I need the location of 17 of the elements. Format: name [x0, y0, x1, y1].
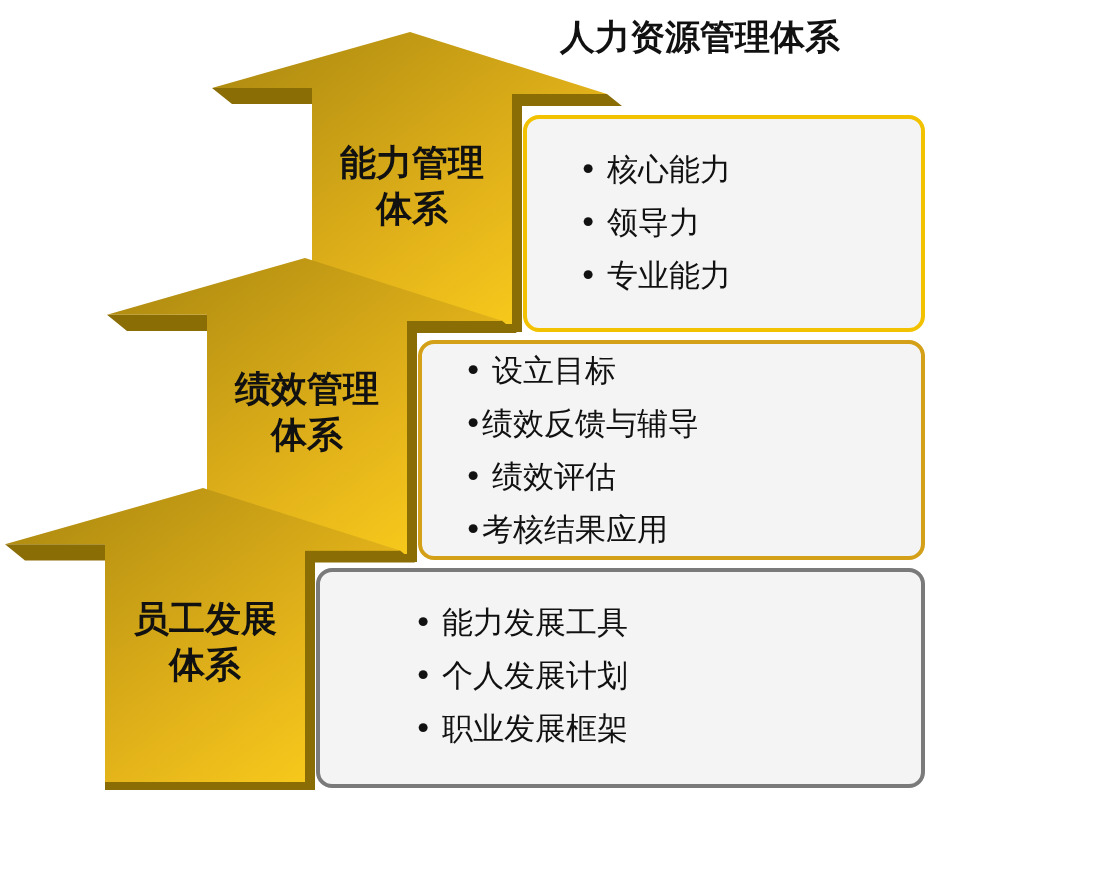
bullet-item: • 设立目标 [464, 351, 618, 390]
bullet-item: •绩效反馈与辅导 [464, 404, 700, 443]
bullet-item: • 职业发展框架 [414, 709, 629, 748]
text-panel [418, 340, 925, 560]
text-panel [523, 115, 925, 332]
bullet-item: • 专业能力 [579, 256, 732, 295]
bullet-item: • 绩效评估 [464, 457, 618, 496]
arrow-label: 员工发展体系 [133, 598, 277, 685]
bullet-item: • 核心能力 [579, 150, 732, 189]
text-panel [316, 568, 925, 788]
bullet-item: • 个人发展计划 [414, 656, 629, 695]
bullet-item: • 领导力 [579, 203, 702, 242]
arrow-label: 绩效管理体系 [235, 368, 379, 455]
arrow-label: 能力管理体系 [340, 142, 484, 229]
bullet-item: • 能力发展工具 [414, 603, 629, 642]
bullet-item: •考核结果应用 [464, 510, 670, 549]
diagram-title: 人力资源管理体系 [560, 16, 840, 59]
